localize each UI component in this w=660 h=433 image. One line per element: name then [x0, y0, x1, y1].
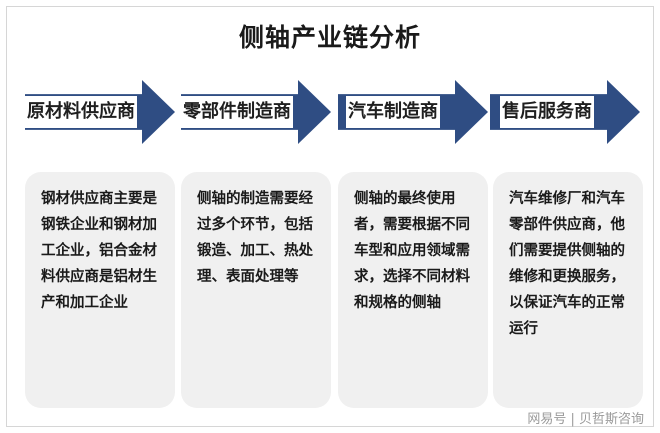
- frame-border: [6, 6, 654, 427]
- stage-label-1: 原材料供应商: [25, 96, 137, 128]
- watermark: 网易号 | 贝哲斯咨询: [527, 412, 644, 427]
- stage-card-3: 侧轴的最终使用者，需要根据不同车型和应用领域需求，选择不同材料和规格的侧轴: [338, 172, 488, 408]
- stage-card-4: 汽车维修厂和汽车零部件供应商，他们需要提供侧轴的维修和更换服务，以保证汽车的正常…: [493, 172, 643, 408]
- stage-card-1: 钢材供应商主要是钢铁企业和钢材加工企业，铝合金材料供应商是铝材生产和加工企业: [25, 172, 175, 408]
- stage-label-3: 汽车制造商: [346, 96, 440, 128]
- diagram-title: 侧轴产业链分析: [238, 23, 421, 52]
- stage-card-2: 侧轴的制造需要经过多个环节，包括锻造、加工、热处理、表面处理等: [181, 172, 331, 408]
- stage-label-4: 售后服务商: [500, 96, 594, 128]
- stage-label-2: 零部件制造商: [181, 96, 293, 128]
